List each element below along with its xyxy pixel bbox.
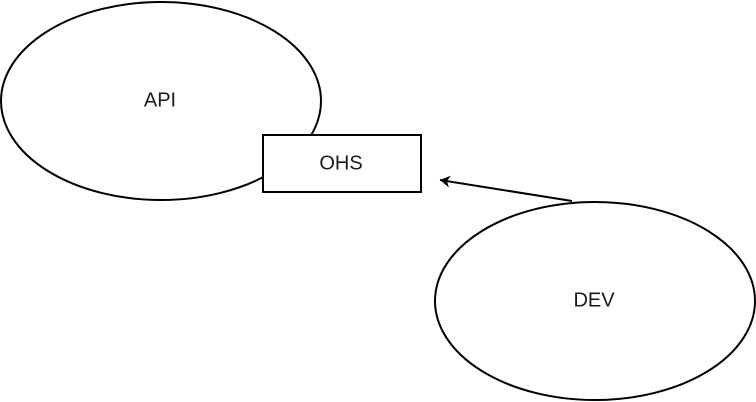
api-label: API — [144, 89, 176, 111]
ohs-node[interactable]: OHS — [262, 134, 422, 193]
api-node[interactable]: API — [0, 1, 322, 201]
dev-label: DEV — [573, 289, 615, 311]
ohs-rectangle — [262, 134, 422, 193]
ohs-label: OHS — [319, 152, 362, 174]
dev-ellipse — [434, 201, 756, 401]
dev-to-ohs-arrow[interactable] — [439, 175, 573, 202]
dev-node[interactable]: DEV — [434, 201, 756, 401]
api-ellipse — [0, 1, 322, 201]
